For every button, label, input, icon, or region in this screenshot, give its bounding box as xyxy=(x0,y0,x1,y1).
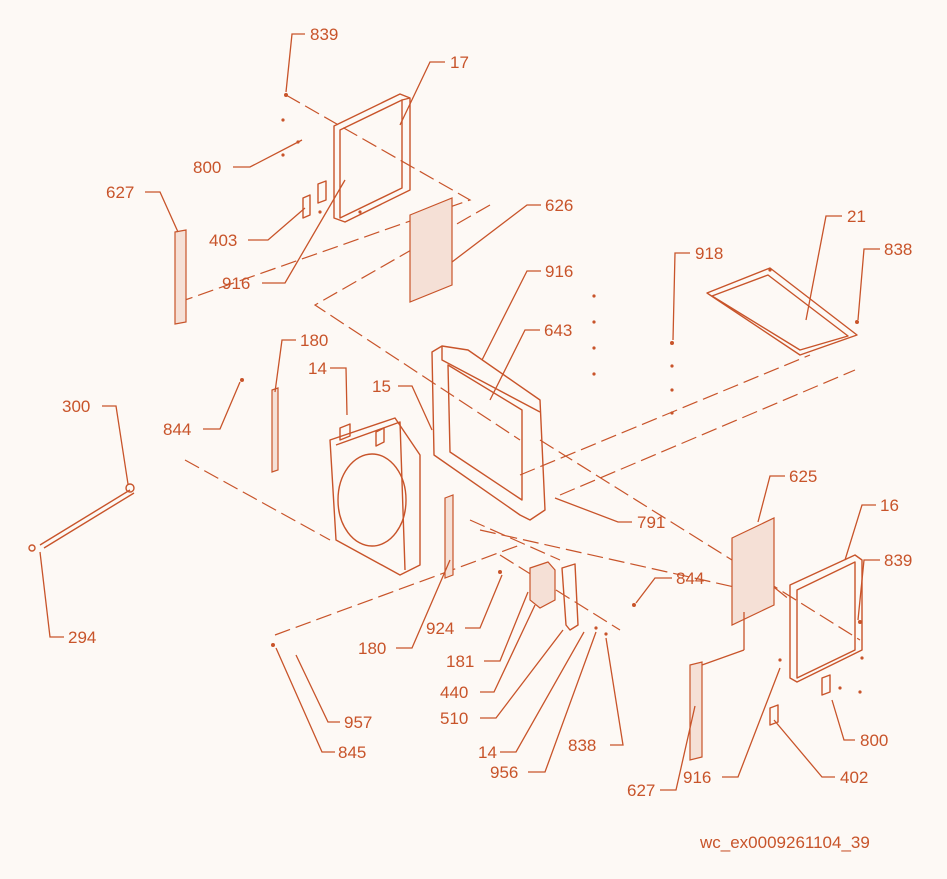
part-440-canister xyxy=(529,561,556,609)
bracket-403 xyxy=(302,180,327,219)
callout-14-bottom: 14 xyxy=(478,743,497,762)
callout-643: 643 xyxy=(544,321,572,340)
callout-791: 791 xyxy=(637,513,665,532)
part-14-radiator xyxy=(329,417,421,576)
callout-839-top: 839 xyxy=(310,25,338,44)
callout-916-bottom: 916 xyxy=(683,768,711,787)
part-21-top-tray xyxy=(706,267,858,356)
callout-627-top: 627 xyxy=(106,183,134,202)
callout-625: 625 xyxy=(789,467,817,486)
callout-21: 21 xyxy=(847,207,866,226)
callout-labels: 839 17 800 627 403 916 626 918 21 838 91… xyxy=(62,25,912,800)
fasteners xyxy=(240,93,864,694)
callout-956: 956 xyxy=(490,763,518,782)
part-643-center-frame xyxy=(431,345,546,521)
part-627-top-left-strip xyxy=(174,229,187,325)
callout-15: 15 xyxy=(372,377,391,396)
callout-402: 402 xyxy=(840,768,868,787)
bracket-402 xyxy=(769,674,831,726)
callout-17: 17 xyxy=(450,53,469,72)
part-626-panel xyxy=(409,197,453,303)
callout-800-bottom: 800 xyxy=(860,731,888,750)
callout-403: 403 xyxy=(209,231,237,250)
part-300-294-rod xyxy=(28,483,135,552)
leader-lines xyxy=(39,33,880,791)
callout-180-top: 180 xyxy=(300,331,328,350)
reference-code: wc_ex0009261104_39 xyxy=(700,833,870,852)
part-180-bar-left xyxy=(271,387,279,473)
callout-839-right: 839 xyxy=(884,551,912,570)
callout-844-left: 844 xyxy=(163,420,191,439)
callout-845: 845 xyxy=(338,743,366,762)
callout-440: 440 xyxy=(440,683,468,702)
callout-916-top-left: 916 xyxy=(222,274,250,293)
callout-957: 957 xyxy=(344,713,372,732)
callout-14-radiator: 14 xyxy=(308,359,327,378)
part-180-bar-center xyxy=(444,494,454,579)
callout-838-top: 838 xyxy=(884,240,912,259)
part-510-bracket xyxy=(561,563,579,631)
callout-626: 626 xyxy=(545,196,573,215)
callout-510: 510 xyxy=(440,709,468,728)
callout-924: 924 xyxy=(426,619,454,638)
part-16-right-frame xyxy=(789,554,863,683)
callout-918: 918 xyxy=(695,244,723,263)
part-627-bottom-strip xyxy=(689,661,703,761)
assembly-lines xyxy=(184,94,861,641)
callout-16: 16 xyxy=(880,496,899,515)
part-625-panel xyxy=(731,517,775,626)
part-17-top-left-frame xyxy=(333,93,411,223)
callout-180-bottom: 180 xyxy=(358,639,386,658)
callout-300: 300 xyxy=(62,397,90,416)
callout-181: 181 xyxy=(446,652,474,671)
callout-916-center: 916 xyxy=(545,262,573,281)
callout-800-top: 800 xyxy=(193,158,221,177)
callout-838-bottom: 838 xyxy=(568,736,596,755)
callout-844-right: 844 xyxy=(676,569,704,588)
callout-294: 294 xyxy=(68,628,96,647)
callout-627-bottom: 627 xyxy=(627,781,655,800)
